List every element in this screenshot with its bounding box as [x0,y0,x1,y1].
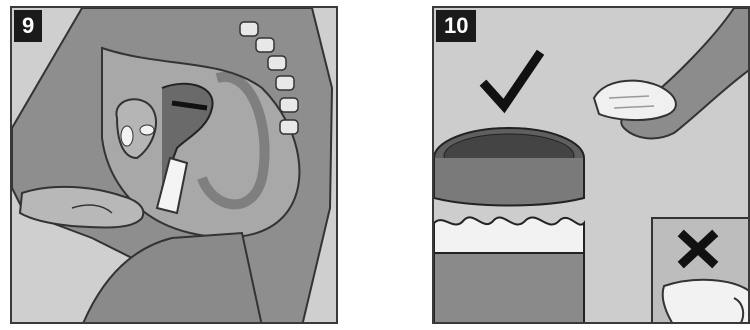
step-number-badge: 9 [14,10,42,42]
step-9-panel: 9 [10,6,338,324]
step-10-panel: 10 [432,6,750,324]
disposal-illustration [434,8,750,324]
step-number-badge: 10 [436,10,476,42]
insertion-cross-section-illustration [12,8,338,324]
toilet-illustration [663,280,750,324]
